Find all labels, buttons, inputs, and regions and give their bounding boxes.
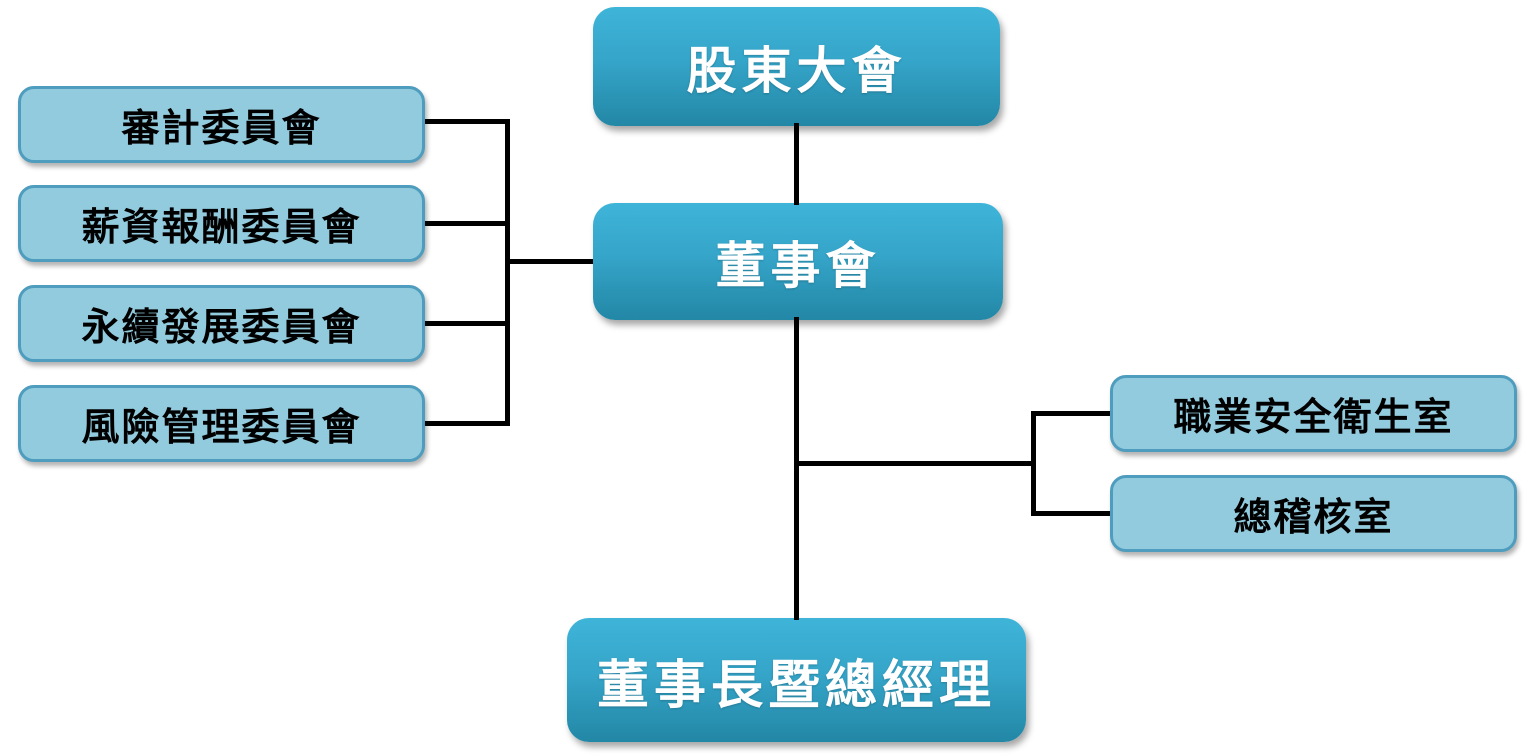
- connector-line-committees-trunk: [505, 119, 510, 426]
- connector-line-offices-trunk: [1031, 411, 1036, 516]
- connector-line-sustainability-committee: [425, 321, 510, 326]
- node-compensation-committee: 薪資報酬委員會: [18, 185, 425, 262]
- node-board-of-directors: 董事會: [593, 203, 1003, 320]
- node-occupational-safety-office: 職業安全衛生室: [1110, 375, 1517, 452]
- connector-line-occupational-safety-office: [1031, 411, 1110, 416]
- connector-line-board-to-offices: [794, 461, 1036, 466]
- node-risk-management-committee: 風險管理委員會: [18, 385, 425, 462]
- connector-line-audit-committee: [425, 119, 510, 124]
- node-sustainability-committee: 永續發展委員會: [18, 285, 425, 362]
- connector-line-shareholders-to-board: [794, 123, 799, 205]
- node-audit-committee: 審計委員會: [18, 86, 425, 163]
- connector-line-board-to-chairman: [794, 317, 799, 620]
- connector-line-compensation-committee: [425, 221, 510, 226]
- node-shareholders-meeting: 股東大會: [593, 7, 1000, 126]
- connector-line-risk-management-committee: [425, 421, 510, 426]
- node-chairman-and-president: 董事長暨總經理: [567, 618, 1026, 742]
- node-chief-audit-office: 總稽核室: [1110, 475, 1517, 552]
- connector-line-chief-audit-office: [1031, 511, 1110, 516]
- connector-line-committees-to-board: [505, 259, 593, 264]
